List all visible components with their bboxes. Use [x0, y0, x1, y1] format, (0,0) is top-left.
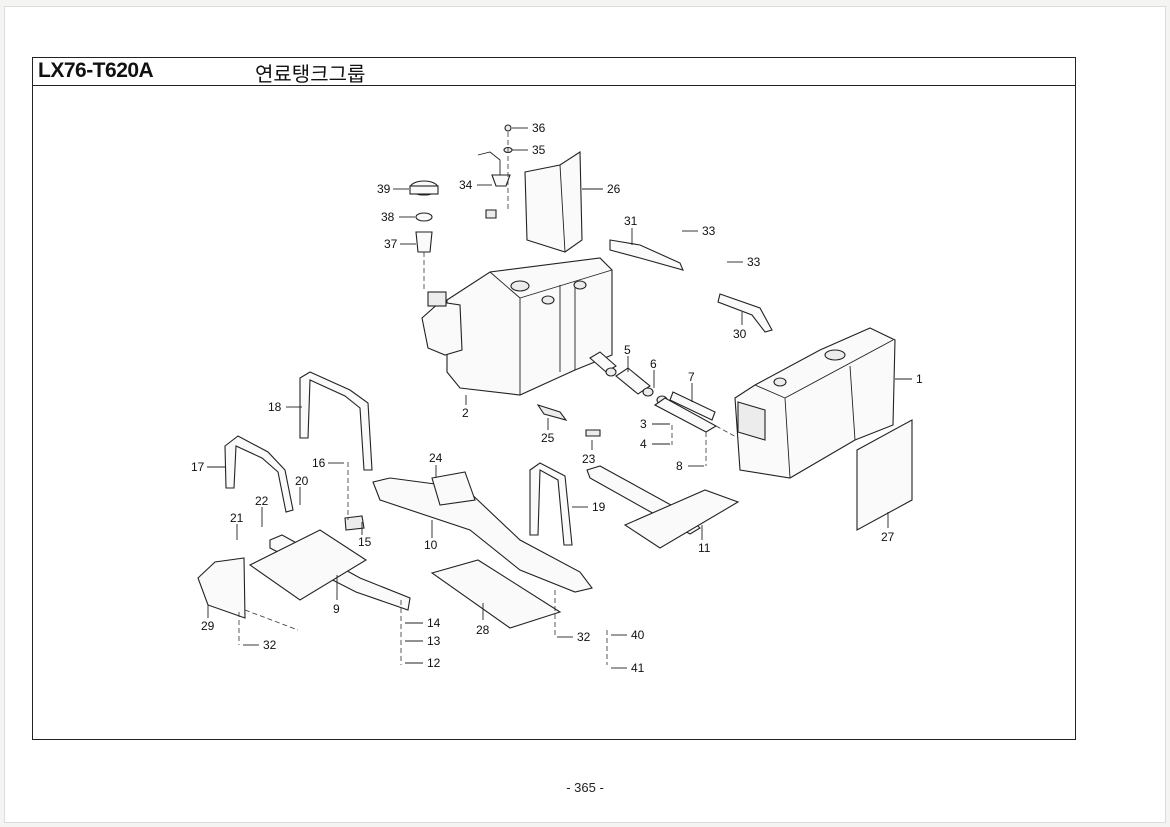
header-bar: LX76-T620A 연료탱크그룹	[33, 58, 1075, 86]
small-brackets	[609, 239, 773, 333]
callout-36: 36	[532, 121, 546, 135]
callout-22: 22	[255, 494, 269, 508]
callout-29: 29	[201, 619, 215, 633]
page-sheet	[4, 6, 1166, 823]
model-code: LX76-T620A	[38, 59, 154, 82]
callout-26: 26	[607, 182, 621, 196]
callout-14: 14	[427, 616, 441, 630]
callout-27: 27	[881, 530, 895, 544]
callout-25: 25	[541, 431, 555, 445]
callout-7: 7	[688, 370, 695, 384]
callout-33b: 33	[747, 255, 761, 269]
callout-12: 12	[427, 656, 441, 670]
fuel-tank-right	[734, 327, 896, 479]
callout-4: 4	[640, 437, 647, 451]
callout-10: 10	[424, 538, 438, 552]
callout-28: 28	[476, 623, 490, 637]
callout-39: 39	[377, 182, 391, 196]
cover-plates	[524, 151, 913, 531]
page-number: - 365 -	[566, 780, 604, 795]
callout-18: 18	[268, 400, 282, 414]
callout-19: 19	[592, 500, 606, 514]
callout-15: 15	[358, 535, 372, 549]
callout-13: 13	[427, 634, 441, 648]
callout-21: 21	[230, 511, 244, 525]
callout-40: 40	[631, 628, 645, 642]
callout-35: 35	[532, 143, 546, 157]
callout-17: 17	[191, 460, 205, 474]
callout-11: 11	[698, 541, 711, 555]
callout-6: 6	[650, 357, 657, 371]
callout-24: 24	[429, 451, 443, 465]
diagram-frame: LX76-T620A 연료탱크그룹	[32, 57, 1076, 740]
callout-30: 30	[733, 327, 747, 341]
fuel-tank-left	[421, 257, 613, 396]
callout-9: 9	[333, 602, 340, 616]
callout-31: 31	[624, 214, 638, 228]
callout-23: 23	[582, 452, 596, 466]
group-title: 연료탱크그룹	[255, 62, 366, 86]
callout-33a: 33	[702, 224, 716, 238]
callout-38: 38	[381, 210, 395, 224]
callout-20: 20	[295, 474, 309, 488]
callout-8: 8	[676, 459, 683, 473]
assembly-guide-lines	[238, 132, 739, 665]
tank-straps	[224, 371, 573, 546]
callout-5: 5	[624, 343, 631, 357]
filler-cap-parts	[409, 124, 513, 253]
callout-37: 37	[384, 237, 398, 251]
support-frames	[197, 404, 740, 629]
callout-32b: 32	[577, 630, 591, 644]
callout-2: 2	[462, 406, 469, 420]
callout-1: 1	[916, 372, 923, 386]
callout-labels: 1 2 3 4 5 6 7 8 9 10 11 12 13 14 15 16 1…	[191, 121, 923, 675]
callout-16: 16	[312, 456, 326, 470]
callout-32a: 32	[263, 638, 277, 652]
callout-3: 3	[640, 417, 647, 431]
callout-34: 34	[459, 178, 473, 192]
callout-41: 41	[631, 661, 645, 675]
